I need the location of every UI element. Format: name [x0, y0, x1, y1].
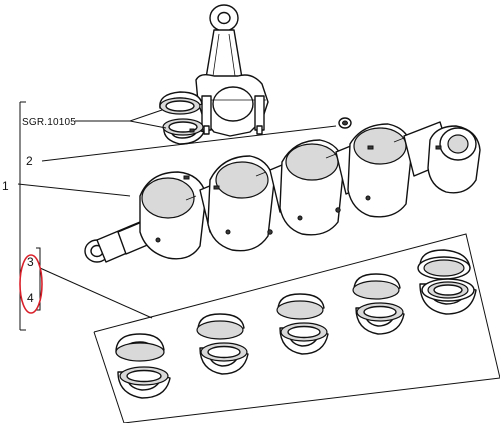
crankshaft	[84, 121, 481, 263]
leader-3-4	[39, 267, 153, 319]
bracket-3-4	[36, 247, 41, 311]
callout-sgr-code: SGR.10105	[22, 117, 76, 128]
oil-plug	[338, 117, 352, 129]
leader-2	[41, 125, 337, 162]
leader-1	[17, 183, 131, 197]
leader-sgr-a	[75, 109, 163, 122]
callout-1: 1	[2, 179, 9, 193]
callout-4: 4	[27, 291, 34, 305]
callout-2: 2	[26, 154, 33, 168]
main-bearing-shells	[115, 249, 477, 399]
conrod-bearing-shells	[159, 91, 205, 145]
connecting-rod	[195, 4, 269, 137]
main-bearing-panel	[93, 233, 500, 423]
leader-sgr-b	[129, 120, 167, 129]
callout-3: 3	[27, 255, 34, 269]
highlight-ellipse	[19, 254, 43, 314]
